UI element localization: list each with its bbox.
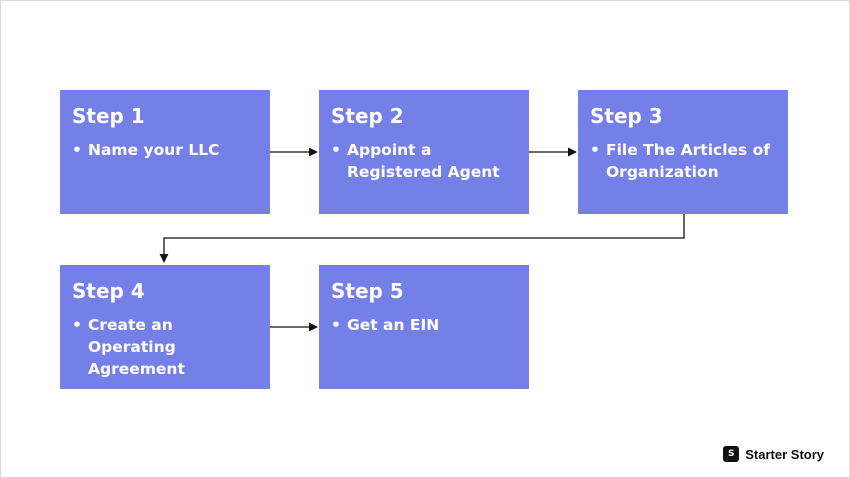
- step-box-5: Step 5 • Get an EIN: [319, 265, 529, 389]
- step-bullet: • File The Articles of Organization: [590, 139, 776, 183]
- step-title: Step 2: [331, 104, 404, 128]
- step-title: Step 3: [590, 104, 663, 128]
- starter-story-logo-icon: S: [723, 446, 740, 462]
- arrow-step3-to-step4: [159, 214, 685, 263]
- brand-logo: S Starter Story: [723, 446, 824, 462]
- step-bullet: • Get an EIN: [331, 314, 517, 336]
- step-box-2: Step 2 • Appoint a Registered Agent: [319, 90, 529, 214]
- step-bullet-text: File The Articles of Organization: [606, 141, 771, 181]
- step-bullet: • Create an Operating Agreement: [72, 314, 258, 380]
- bullet-icon: •: [72, 141, 82, 159]
- bullet-icon: •: [331, 141, 341, 159]
- bullet-icon: •: [331, 316, 341, 334]
- step-title: Step 1: [72, 104, 145, 128]
- step-bullet-text: Get an EIN: [347, 316, 440, 334]
- step-bullet-text: Create an Operating Agreement: [88, 316, 185, 378]
- step-box-1: Step 1 • Name your LLC: [60, 90, 270, 214]
- step-box-3: Step 3 • File The Articles of Organizati…: [578, 90, 788, 214]
- bullet-icon: •: [72, 316, 82, 334]
- brand-name: Starter Story: [745, 446, 824, 462]
- step-title: Step 4: [72, 279, 145, 303]
- step-bullet: • Name your LLC: [72, 139, 258, 161]
- step-bullet: • Appoint a Registered Agent: [331, 139, 517, 183]
- step-bullet-text: Appoint a Registered Agent: [347, 141, 500, 181]
- step-bullet-text: Name your LLC: [88, 141, 220, 159]
- step-title: Step 5: [331, 279, 404, 303]
- bullet-icon: •: [590, 141, 600, 159]
- step-box-4: Step 4 • Create an Operating Agreement: [60, 265, 270, 389]
